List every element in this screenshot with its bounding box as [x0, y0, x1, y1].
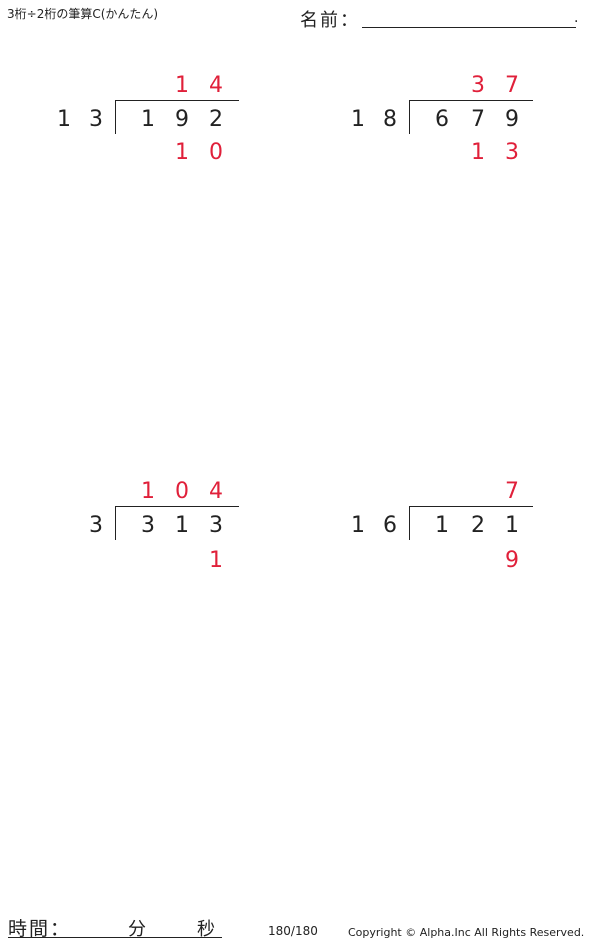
- division-problem-3: 1 0 4 3 3 1 3 1: [52, 476, 332, 586]
- quotient-digit: 4: [209, 73, 223, 98]
- dividend-digit: 9: [505, 107, 519, 132]
- time-field-line[interactable]: [8, 937, 222, 938]
- page-number: 180/180: [268, 924, 318, 938]
- quotient-digit: 0: [175, 479, 189, 504]
- divisor-digit: 1: [57, 107, 71, 132]
- remainder-digit: 3: [505, 140, 519, 165]
- remainder-digit: 1: [471, 140, 485, 165]
- divisor-digit: 8: [383, 107, 397, 132]
- division-problem-2: 3 7 1 8 6 7 9 1 3: [346, 70, 600, 180]
- quotient-digit: 1: [141, 479, 155, 504]
- division-bracket: [409, 100, 410, 134]
- division-bar: [409, 100, 533, 101]
- time-label: 時間：: [8, 918, 72, 940]
- division-bar: [409, 506, 533, 507]
- page-title: 3桁÷2桁の筆算C(かんたん): [7, 7, 159, 21]
- division-problem-4: 7 1 6 1 2 1 9: [346, 476, 600, 586]
- dividend-digit: 2: [471, 513, 485, 538]
- name-end-dot: .: [574, 10, 579, 26]
- divisor-digit: 1: [351, 513, 365, 538]
- divisor-digit: 1: [351, 107, 365, 132]
- dividend-digit: 1: [175, 513, 189, 538]
- divisor-digit: 3: [89, 107, 103, 132]
- division-bracket: [409, 506, 410, 540]
- dividend-digit: 2: [209, 107, 223, 132]
- dividend-digit: 7: [471, 107, 485, 132]
- division-problem-1: 1 4 1 3 1 9 2 1 0: [52, 70, 332, 180]
- copyright-notice: Copyright © Alpha.Inc All Rights Reserve…: [348, 926, 585, 939]
- division-bracket: [115, 100, 116, 134]
- division-bracket: [115, 506, 116, 540]
- remainder-digit: 9: [505, 548, 519, 573]
- dividend-digit: 3: [209, 513, 223, 538]
- division-bar: [115, 506, 239, 507]
- quotient-digit: 3: [471, 73, 485, 98]
- quotient-digit: 4: [209, 479, 223, 504]
- dividend-digit: 9: [175, 107, 189, 132]
- quotient-digit: 7: [505, 479, 519, 504]
- dividend-digit: 3: [141, 513, 155, 538]
- division-bar: [115, 100, 239, 101]
- divisor-digit: 6: [383, 513, 397, 538]
- quotient-digit: 1: [175, 73, 189, 98]
- divisor-digit: 3: [89, 513, 103, 538]
- remainder-digit: 0: [209, 140, 223, 165]
- name-label: 名前：: [300, 10, 360, 31]
- dividend-digit: 1: [435, 513, 449, 538]
- name-field-line[interactable]: [362, 27, 576, 28]
- dividend-digit: 1: [141, 107, 155, 132]
- seconds-label: 秒: [197, 919, 215, 940]
- dividend-digit: 1: [505, 513, 519, 538]
- dividend-digit: 6: [435, 107, 449, 132]
- remainder-digit: 1: [209, 548, 223, 573]
- remainder-digit: 1: [175, 140, 189, 165]
- minutes-label: 分: [128, 919, 146, 940]
- quotient-digit: 7: [505, 73, 519, 98]
